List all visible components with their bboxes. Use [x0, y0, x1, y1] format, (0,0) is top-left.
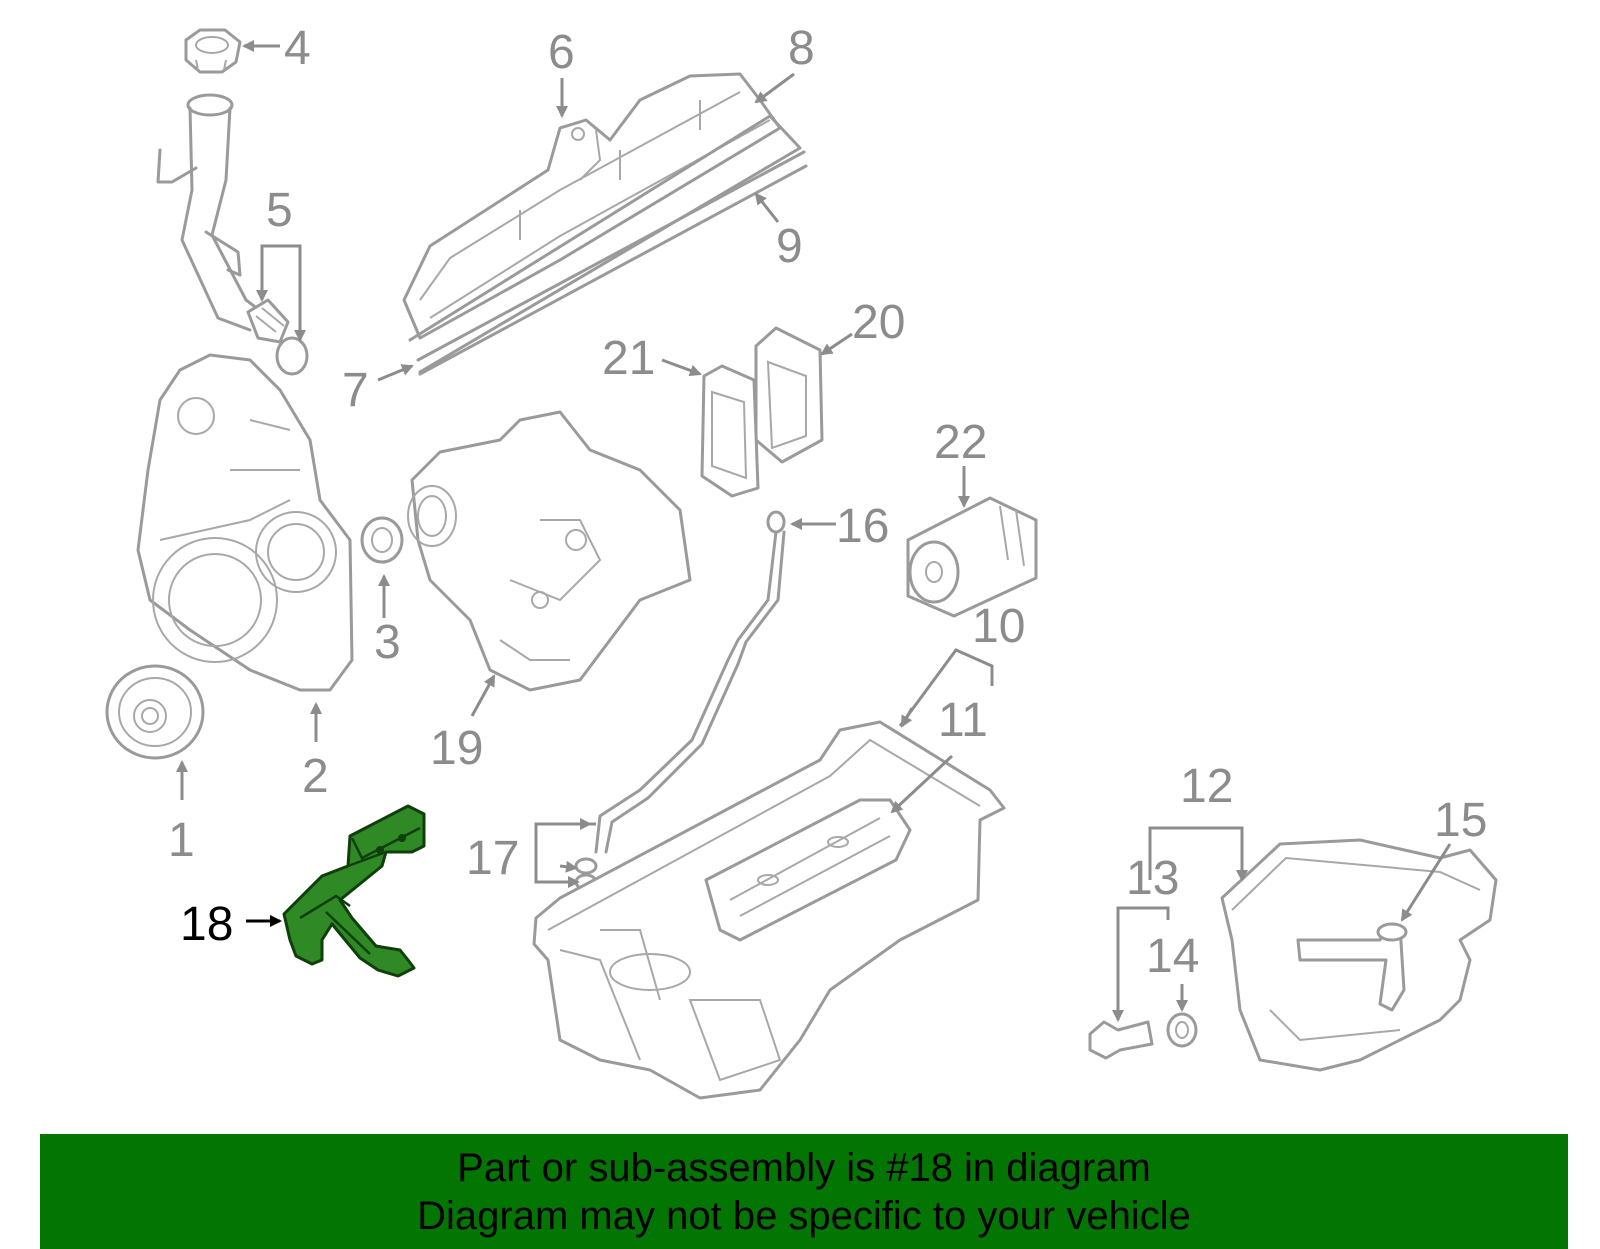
- callout-2: 2: [302, 750, 329, 803]
- callout-3: 3: [374, 616, 401, 669]
- part-8-gasket[interactable]: [408, 114, 802, 374]
- callout-6: 6: [548, 26, 575, 79]
- part-22-oil-filter[interactable]: [906, 496, 1038, 618]
- banner-line-1: Part or sub-assembly is #18 in diagram: [457, 1146, 1151, 1190]
- part-14-washer[interactable]: [1166, 1012, 1198, 1048]
- callout-8: 8: [788, 22, 815, 75]
- part-16-dipstick[interactable]: [594, 510, 786, 854]
- part-18-bracket-highlighted[interactable]: [282, 804, 426, 978]
- part-13-drain-plug[interactable]: [1088, 1020, 1154, 1060]
- part-2-timing-cover[interactable]: [136, 353, 354, 692]
- callout-19: 19: [430, 722, 483, 775]
- part-4-oil-filler-cap[interactable]: [184, 28, 242, 74]
- callout-20: 20: [852, 296, 905, 349]
- leader-lines: [176, 40, 1452, 1022]
- callout-16: 16: [836, 500, 889, 553]
- callout-labels: 1 2 3 4 5 6 7 8 9 10 11 12 13 14 15 16 1…: [168, 22, 1487, 983]
- callout-10: 10: [972, 600, 1025, 653]
- callout-18: 18: [180, 898, 233, 951]
- callout-17: 17: [466, 832, 519, 885]
- part-21-gasket[interactable]: [700, 364, 760, 498]
- callout-13: 13: [1126, 852, 1179, 905]
- part-1-crankshaft-pulley[interactable]: [105, 664, 205, 760]
- callout-21: 21: [602, 332, 655, 385]
- callout-12: 12: [1180, 760, 1233, 813]
- part-5-oil-filler-neck[interactable]: [156, 93, 309, 376]
- part-3-front-seal[interactable]: [360, 516, 404, 564]
- banner-line-2: Diagram may not be specific to your vehi…: [417, 1194, 1191, 1238]
- part-7-9-seal-strip[interactable]: [416, 150, 808, 376]
- callout-1: 1: [168, 814, 195, 867]
- part-19-filter-housing[interactable]: [407, 410, 692, 692]
- callout-4: 4: [284, 22, 311, 75]
- part-20-cover[interactable]: [754, 326, 824, 464]
- callout-9: 9: [776, 220, 803, 273]
- callout-7: 7: [342, 364, 369, 417]
- callout-15: 15: [1434, 794, 1487, 847]
- part-15-oil-pump-pickup[interactable]: [1296, 922, 1408, 1012]
- part-6-valve-cover[interactable]: [402, 72, 782, 340]
- callout-14: 14: [1146, 930, 1199, 983]
- callout-5: 5: [266, 184, 293, 237]
- callout-11: 11: [938, 694, 988, 747]
- callout-22: 22: [934, 416, 987, 469]
- info-banner: Part or sub-assembly is #18 in diagram D…: [40, 1134, 1568, 1249]
- part-11-baffle[interactable]: [704, 798, 912, 942]
